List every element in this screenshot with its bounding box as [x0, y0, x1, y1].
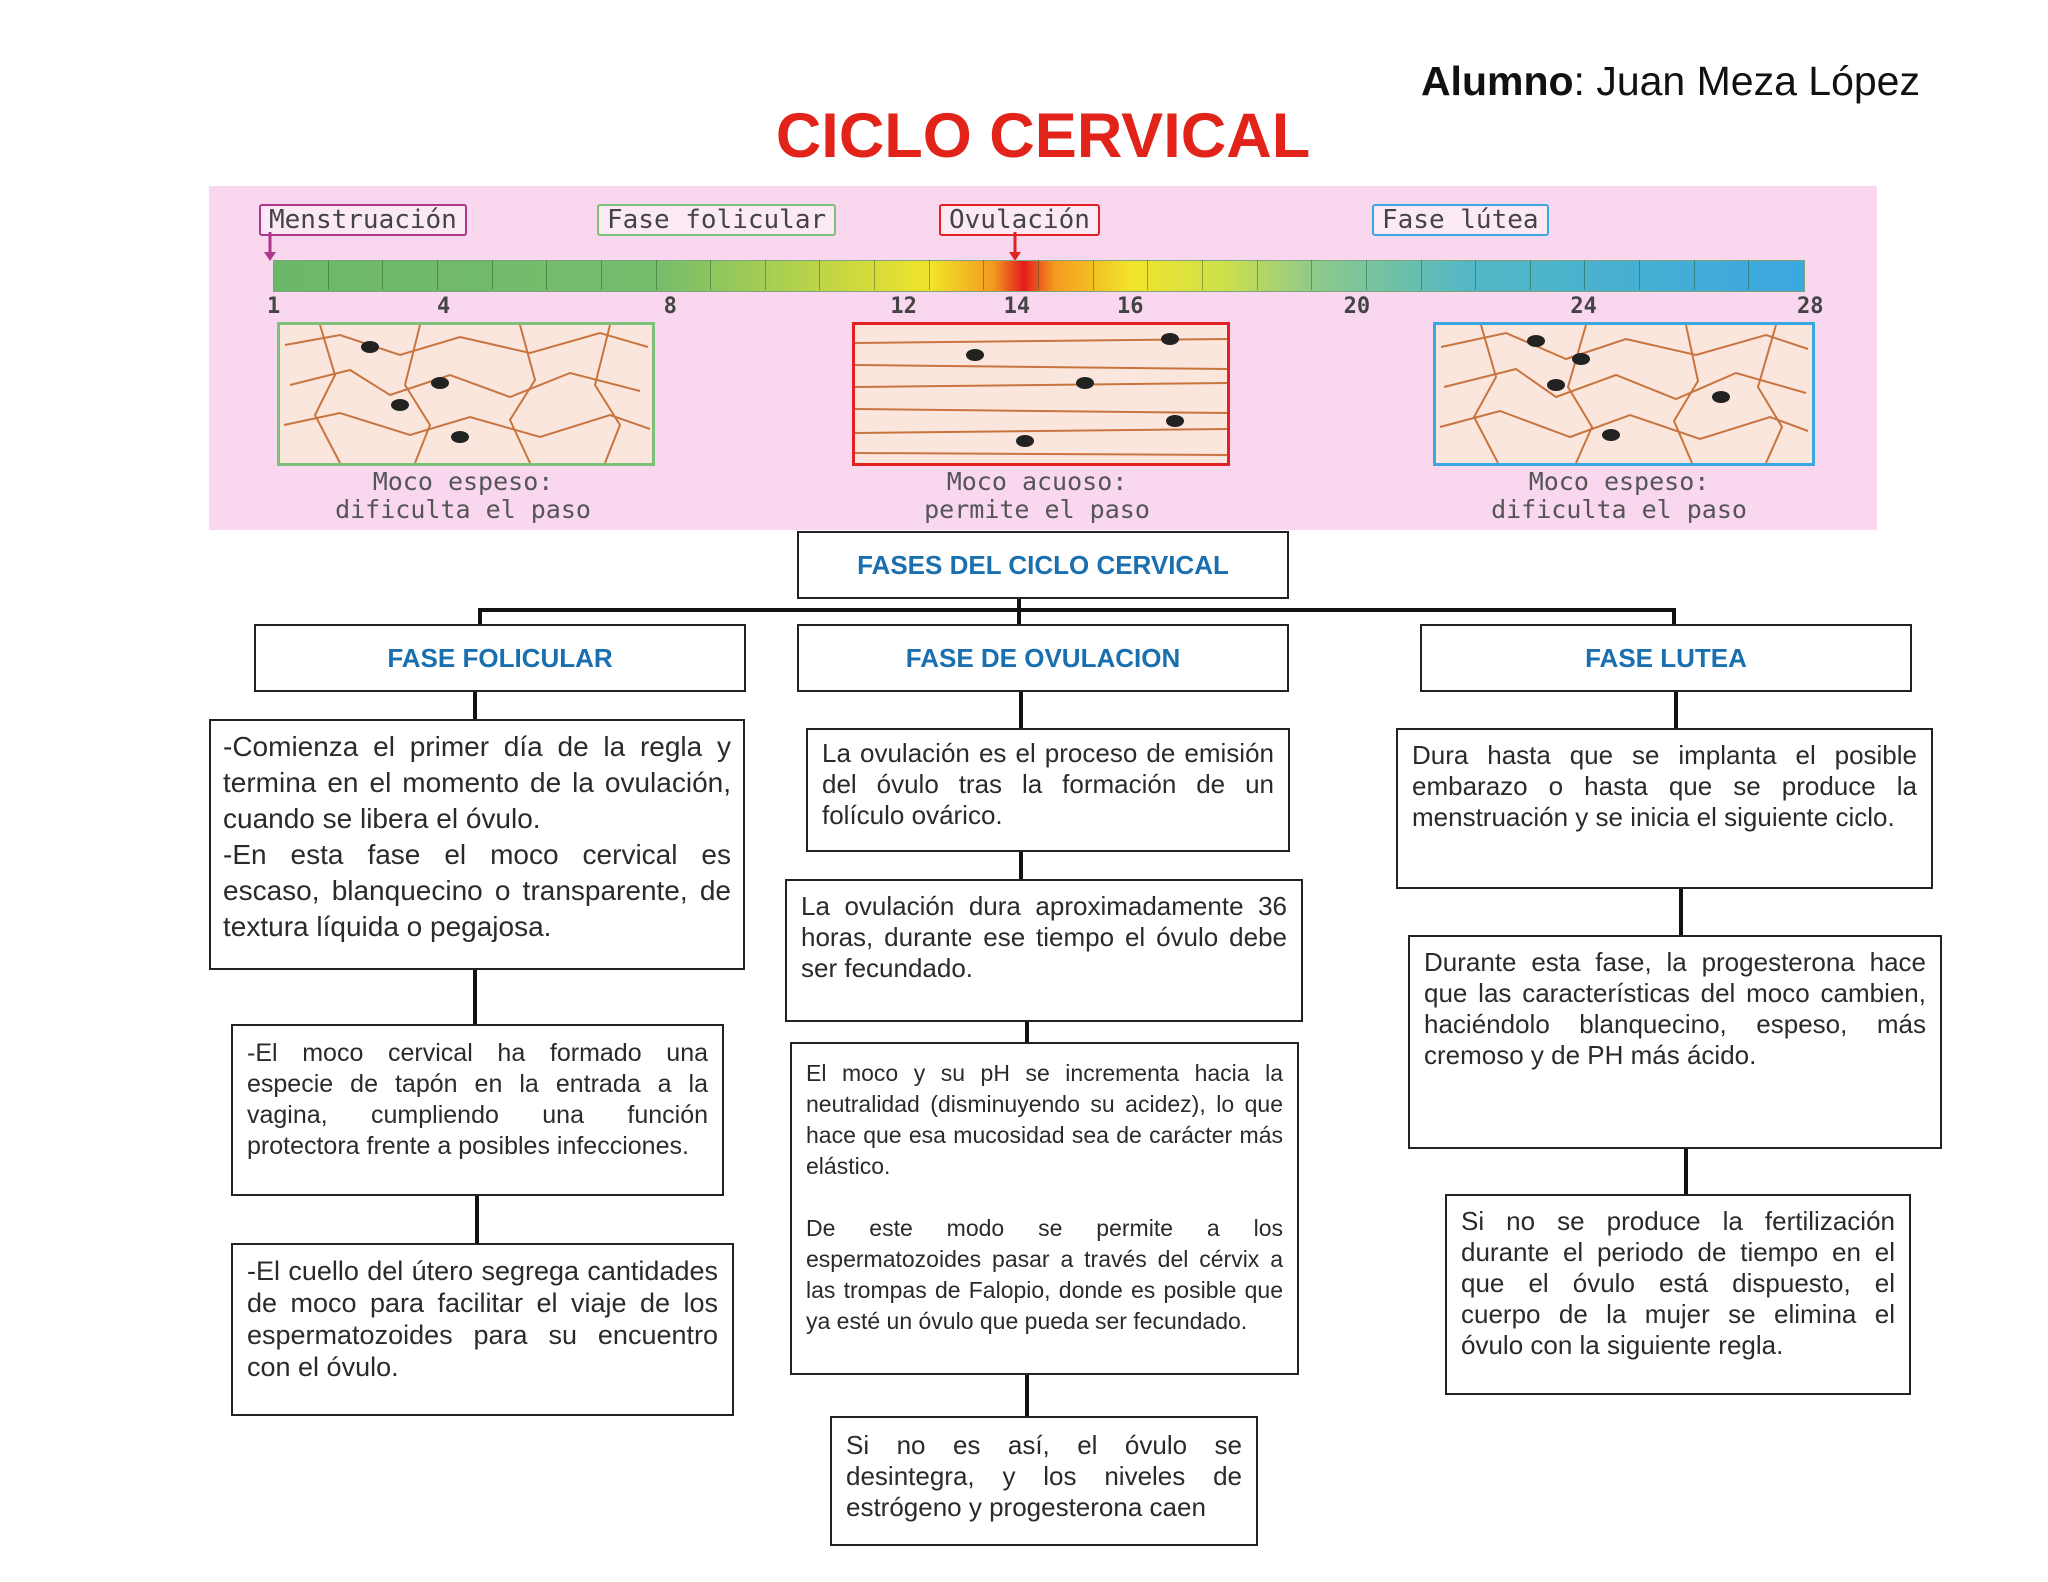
connector [1017, 608, 1021, 624]
bar-tick [929, 260, 930, 290]
mucus-sample-thick-1 [277, 322, 655, 466]
bar-tick [1639, 260, 1640, 290]
student-name-label: Alumno: Juan Meza López [1421, 58, 1920, 105]
bar-tick [1147, 260, 1148, 290]
mucus-caption-line1: Moco acuoso: [857, 468, 1217, 496]
folicular-text-2: -El moco cervical ha formado una especie… [231, 1024, 724, 1196]
bar-tick [1093, 260, 1094, 290]
menstruation-arrow-icon [263, 232, 277, 262]
ovulation-arrow-icon [1008, 232, 1022, 262]
connector [473, 690, 477, 720]
mucus-caption-watery: Moco acuoso: permite el paso [857, 468, 1217, 524]
bar-tick [1475, 260, 1476, 290]
folicular-text-3: -El cuello del útero segrega cantidades … [231, 1243, 734, 1416]
mucus-caption-line2: permite el paso [857, 496, 1217, 524]
page-title: CICLO CERVICAL [0, 100, 2048, 172]
bar-tick [1584, 260, 1585, 290]
root-node: FASES DEL CICLO CERVICAL [797, 531, 1289, 599]
ovulacion-text-2: La ovulación dura aproximadamente 36 hor… [785, 879, 1303, 1022]
thick-mucus-icon [1436, 325, 1812, 463]
bar-tick [492, 260, 493, 290]
phase-tag-menstruation: Menstruación [259, 204, 467, 236]
connector [1679, 888, 1683, 936]
phase-tag-follicular: Fase folicular [597, 204, 836, 236]
cycle-color-bar [273, 260, 1805, 292]
bar-tick [546, 260, 547, 290]
connector [478, 608, 1676, 612]
mucus-caption-line1: Moco espeso: [283, 468, 643, 496]
bar-tick [1421, 260, 1422, 290]
connector [1019, 850, 1023, 880]
bar-tick [601, 260, 602, 290]
bar-tick [983, 260, 984, 290]
phase-lutea-header: FASE LUTEA [1420, 624, 1912, 692]
mucus-sample-thick-2 [1433, 322, 1815, 466]
bar-tick [874, 260, 875, 290]
day-label: 24 [1570, 294, 1597, 319]
connector [1684, 1148, 1688, 1196]
day-label: 12 [890, 294, 917, 319]
phase-folicular-header: FASE FOLICULAR [254, 624, 746, 692]
bar-tick [1038, 260, 1039, 290]
day-label: 4 [437, 294, 450, 319]
bar-tick [710, 260, 711, 290]
connector [475, 1195, 479, 1243]
bar-tick [437, 260, 438, 290]
lutea-text-2: Durante esta fase, la progesterona hace … [1408, 935, 1942, 1149]
connector [1025, 1021, 1029, 1043]
phase-tag-luteal: Fase lútea [1372, 204, 1549, 236]
bar-tick [382, 260, 383, 290]
bar-tick [1366, 260, 1367, 290]
mucus-caption-thick-2: Moco espeso: dificulta el paso [1439, 468, 1799, 524]
bar-tick [765, 260, 766, 290]
lutea-text-1: Dura hasta que se implanta el posible em… [1396, 728, 1933, 889]
day-label: 8 [664, 294, 677, 319]
mucus-caption-thick-1: Moco espeso: dificulta el paso [283, 468, 643, 524]
connector [478, 608, 482, 624]
phase-ovulacion-header: FASE DE OVULACION [797, 624, 1289, 692]
bar-tick [1257, 260, 1258, 290]
ovulacion-text-3: El moco y su pH se incrementa hacia la n… [790, 1042, 1299, 1375]
connector [1019, 690, 1023, 728]
student-name: : Juan Meza López [1574, 58, 1920, 104]
bar-tick [656, 260, 657, 290]
day-label: 1 [267, 294, 280, 319]
connector [1674, 690, 1678, 728]
thick-mucus-icon [280, 325, 652, 463]
student-label: Alumno [1421, 58, 1574, 104]
bar-tick [1694, 260, 1695, 290]
bar-tick [1748, 260, 1749, 290]
ovulacion-text-4: Si no es así, el óvulo se desintegra, y … [830, 1416, 1258, 1546]
day-label: 28 [1797, 294, 1824, 319]
day-label: 16 [1117, 294, 1144, 319]
ovulacion-text-1: La ovulación es el proceso de emisión de… [806, 728, 1290, 852]
bar-tick [328, 260, 329, 290]
day-label: 20 [1344, 294, 1371, 319]
bar-tick [1530, 260, 1531, 290]
bar-tick [1202, 260, 1203, 290]
connector [473, 968, 477, 1024]
day-label: 14 [1004, 294, 1031, 319]
mucus-caption-line2: dificulta el paso [283, 496, 643, 524]
watery-mucus-icon [855, 325, 1227, 463]
mucus-caption-line2: dificulta el paso [1439, 496, 1799, 524]
mucus-sample-watery [852, 322, 1230, 466]
connector [1025, 1374, 1029, 1418]
bar-tick [819, 260, 820, 290]
cycle-illustration: Menstruación Fase folicular Ovulación Fa… [209, 186, 1877, 530]
mucus-caption-line1: Moco espeso: [1439, 468, 1799, 496]
folicular-text-1: -Comienza el primer día de la regla y te… [209, 719, 745, 970]
lutea-text-3: Si no se produce la fertilización durant… [1445, 1194, 1911, 1395]
connector [1672, 608, 1676, 624]
bar-tick [1311, 260, 1312, 290]
